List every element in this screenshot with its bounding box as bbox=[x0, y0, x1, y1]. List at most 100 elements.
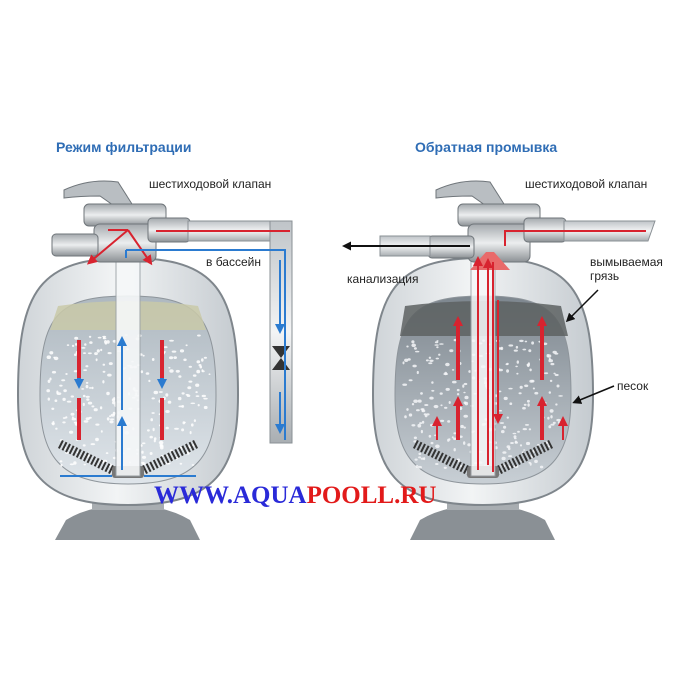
sand-grain bbox=[464, 401, 469, 406]
sand-grain bbox=[548, 391, 551, 394]
sand-grain bbox=[445, 387, 450, 391]
sand-grain bbox=[85, 417, 90, 421]
sand-grain bbox=[51, 422, 55, 425]
sand-grain bbox=[439, 343, 444, 345]
sand-grain bbox=[426, 413, 430, 416]
sand-grain bbox=[413, 347, 417, 350]
six-way-valve-right bbox=[427, 180, 567, 270]
sand-grain bbox=[408, 379, 413, 382]
sand-grain bbox=[85, 395, 90, 398]
sand-grain bbox=[201, 394, 206, 398]
sand-grain bbox=[554, 352, 559, 355]
sand-grain bbox=[74, 353, 77, 357]
sand-grain bbox=[460, 424, 464, 429]
sand-grain bbox=[549, 379, 553, 382]
sand-grain bbox=[82, 444, 86, 447]
sand-grain bbox=[416, 409, 420, 412]
sand-grain bbox=[109, 420, 114, 424]
sand-grain bbox=[453, 437, 457, 441]
sand-grain bbox=[96, 349, 100, 353]
sand-grain bbox=[413, 436, 417, 440]
sand-grain bbox=[532, 387, 536, 390]
sand-grain bbox=[188, 365, 192, 368]
sand-grain bbox=[417, 423, 422, 428]
sand-grain bbox=[196, 369, 201, 374]
sand-grain bbox=[71, 344, 75, 347]
sand-grain bbox=[175, 369, 180, 373]
sand-grain bbox=[185, 344, 188, 347]
sand-grain bbox=[94, 352, 98, 356]
sand-grain bbox=[197, 404, 200, 407]
sand-grain bbox=[66, 400, 72, 403]
sand-grain bbox=[177, 396, 182, 401]
sand-grain bbox=[463, 382, 468, 386]
sand-grain bbox=[47, 379, 51, 383]
sand-grain bbox=[413, 399, 418, 403]
sand-grain bbox=[187, 386, 192, 390]
sand-grain bbox=[62, 417, 66, 419]
sand-grain bbox=[106, 391, 110, 396]
sand-grain bbox=[141, 455, 147, 459]
sand-grain bbox=[82, 402, 85, 407]
sand-grain bbox=[525, 441, 531, 446]
sand-grain bbox=[515, 345, 519, 349]
sand-grain bbox=[142, 354, 145, 357]
filtration-flow-arrows bbox=[60, 229, 290, 477]
sand-grain bbox=[51, 407, 55, 410]
sand-grain bbox=[75, 343, 78, 346]
sand-grain bbox=[451, 369, 455, 371]
sand-grain bbox=[546, 354, 550, 358]
sand-grain bbox=[179, 462, 183, 465]
sand-grain bbox=[191, 464, 195, 466]
sand-grain bbox=[529, 379, 534, 383]
sand-grain bbox=[54, 399, 58, 403]
sand-grain bbox=[408, 413, 413, 417]
sand-grain bbox=[411, 340, 415, 344]
sand-grain bbox=[152, 427, 155, 432]
sand-grain bbox=[89, 341, 93, 344]
sand-grain bbox=[95, 358, 98, 362]
sand-grain bbox=[183, 421, 186, 424]
washed-dirt-label-line1: вымываемая bbox=[590, 255, 663, 269]
sand-grain bbox=[108, 362, 113, 366]
sand-grain bbox=[83, 369, 88, 371]
sand-grain bbox=[402, 361, 405, 365]
sand-grain bbox=[430, 441, 434, 445]
sand-grain bbox=[169, 339, 174, 342]
sand-grain bbox=[102, 370, 106, 373]
sand-grain bbox=[431, 381, 434, 384]
sand-grain bbox=[463, 426, 466, 429]
sand-grain bbox=[65, 373, 68, 375]
sand-grain bbox=[201, 358, 204, 362]
sand-grain bbox=[448, 401, 451, 404]
sand-grain bbox=[85, 384, 89, 389]
sand-grain bbox=[457, 459, 461, 463]
sand-grain bbox=[556, 384, 560, 388]
six-way-valve-label-right: шестиходовой клапан bbox=[525, 177, 647, 191]
sand-grain bbox=[46, 355, 51, 360]
sand-grain bbox=[529, 368, 532, 372]
sand-grain bbox=[534, 459, 538, 464]
sand-grain bbox=[522, 406, 526, 410]
sand-grain bbox=[163, 346, 168, 349]
sand-grain bbox=[512, 432, 517, 435]
sand-grain bbox=[539, 465, 544, 469]
sand-grain bbox=[550, 415, 553, 419]
sand-grain bbox=[513, 349, 518, 352]
sand-grain bbox=[147, 429, 150, 432]
sand-grain bbox=[59, 460, 63, 463]
sand-grain bbox=[85, 365, 89, 368]
sand-grain bbox=[107, 373, 112, 377]
sand-grain bbox=[104, 340, 107, 344]
sand-grain bbox=[151, 397, 155, 400]
sand-grain bbox=[91, 405, 95, 408]
sand-grain bbox=[171, 350, 177, 353]
sand-grain bbox=[499, 422, 505, 424]
sand-grain bbox=[145, 372, 150, 375]
sand-grain bbox=[188, 380, 193, 383]
sand-grain bbox=[526, 363, 530, 367]
sand-grain bbox=[431, 389, 435, 392]
sand-grain bbox=[183, 358, 187, 362]
sand-grain bbox=[415, 350, 420, 353]
valve-port-left bbox=[51, 233, 99, 257]
